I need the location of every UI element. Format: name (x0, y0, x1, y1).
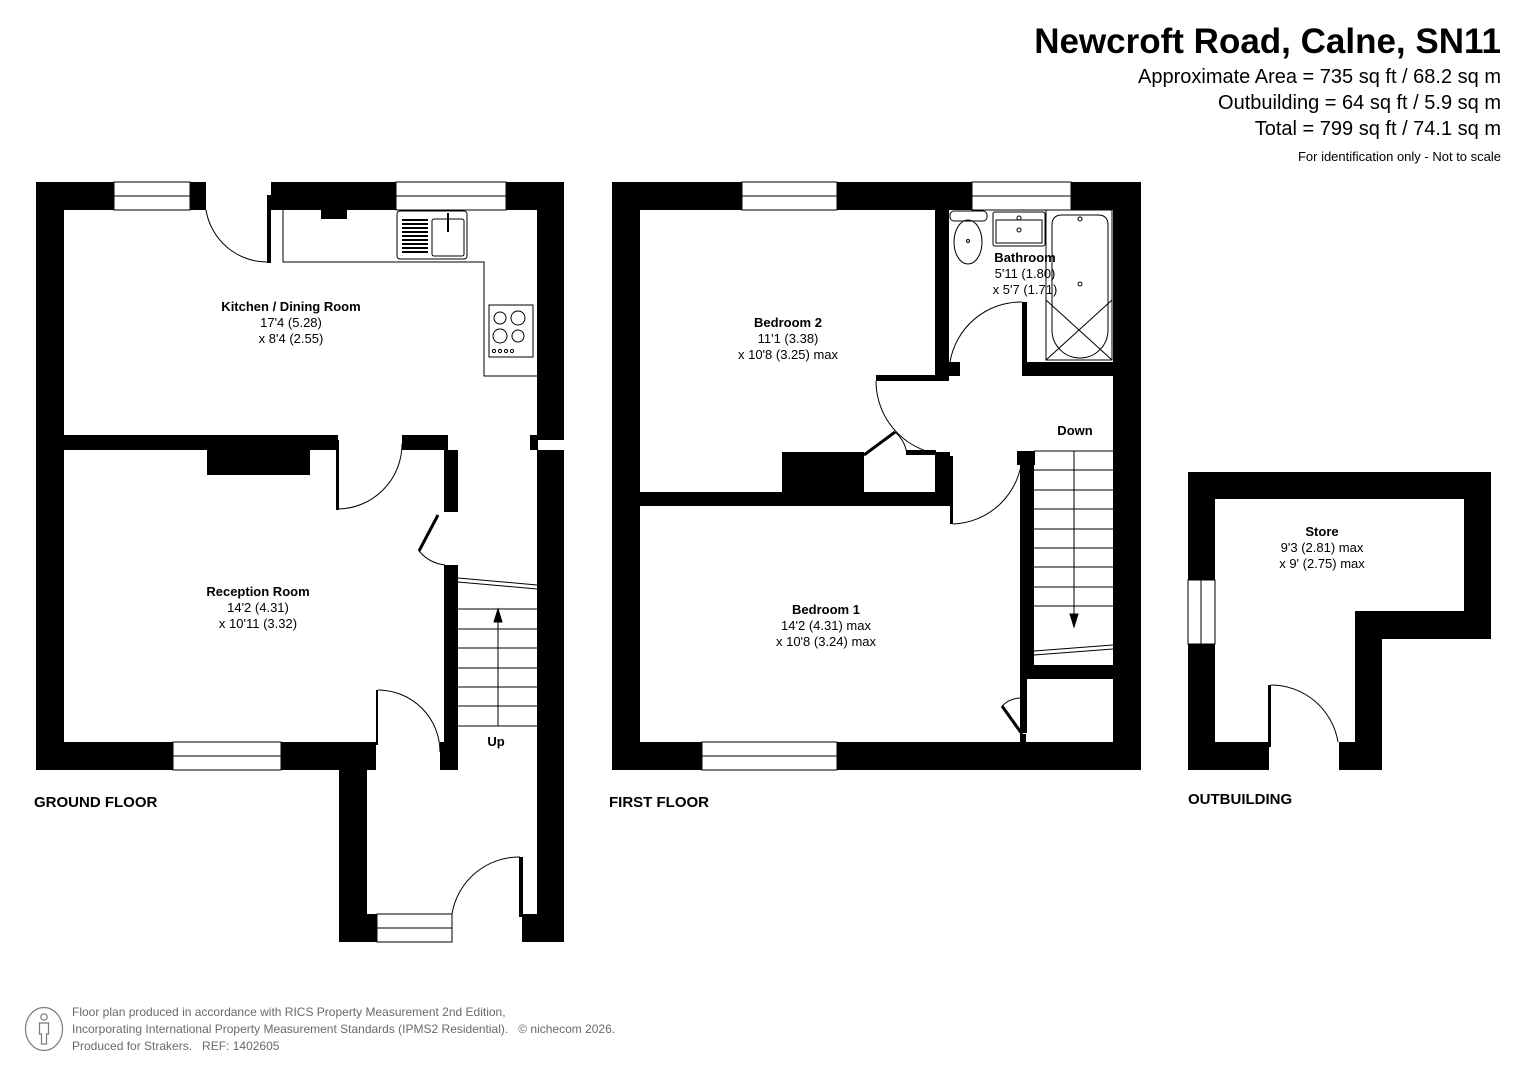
footer-line-3: Produced for Strakers. REF: 1402605 (72, 1039, 280, 1053)
stairs-down-icon (1033, 450, 1114, 656)
ground-floor-plan (36, 181, 564, 943)
sink-icon (396, 210, 468, 260)
basin-icon (992, 211, 1046, 247)
room-name: Reception Room (206, 584, 310, 599)
room-dimension: x 10'8 (3.24) max (775, 634, 877, 649)
room-dimension: 9'3 (2.81) max (1280, 540, 1364, 555)
person-icon (24, 1006, 64, 1052)
footer-text: Floor plan produced in accordance with R… (72, 1004, 615, 1055)
room-label-store: Store 9'3 (2.81) max x 9' (2.75) max (1279, 524, 1365, 572)
room-name: Store (1305, 524, 1339, 539)
toilet-icon (949, 210, 988, 265)
property-title: Newcroft Road, Calne, SN11 (1034, 22, 1501, 61)
room-dimension: x 5'7 (1.71) (992, 282, 1058, 297)
outbuilding-plan (1187, 472, 1491, 770)
outbuilding-label: OUTBUILDING (1188, 791, 1293, 808)
room-label-bedroom-2: Bedroom 2 11'1 (3.38) x 10'8 (3.25) max (738, 315, 838, 363)
bath-icon (1045, 209, 1113, 361)
room-label-bathroom: Bathroom 5'11 (1.80) x 5'7 (1.71) (993, 250, 1058, 298)
room-dimension: x 8'4 (2.55) (258, 331, 324, 346)
first-floor-plan (612, 181, 1141, 771)
room-label-reception: Reception Room 14'2 (4.31) x 10'11 (3.32… (206, 584, 309, 632)
scale-disclaimer: For identification only - Not to scale (1297, 149, 1501, 164)
room-dimension: x 10'11 (3.32) (218, 616, 298, 631)
room-label-bedroom-1: Bedroom 1 14'2 (4.31) max x 10'8 (3.24) … (776, 602, 876, 650)
stairs-down-label: Down (1057, 423, 1093, 438)
stairs-up-icon (457, 577, 538, 727)
room-dimension: 5'11 (1.80) (994, 266, 1056, 281)
title-block: Newcroft Road, Calne, SN11 Approximate A… (1034, 20, 1501, 166)
footer-line-1: Floor plan produced in accordance with R… (72, 1005, 506, 1019)
room-dimension: 14'2 (4.31) (227, 600, 289, 615)
total-area: Total = 799 sq ft / 74.1 sq m (1254, 118, 1501, 140)
room-dimension: 17'4 (5.28) (260, 315, 322, 330)
outbuilding-area: Outbuilding = 64 sq ft / 5.9 sq m (1218, 92, 1501, 114)
room-name: Bedroom 2 (754, 315, 822, 330)
ground-floor-label: GROUND FLOOR (34, 794, 158, 811)
room-dimension: x 9' (2.75) max (1279, 556, 1365, 571)
room-dimension: x 10'8 (3.25) max (737, 347, 839, 362)
room-label-kitchen-dining: Kitchen / Dining Room 17'4 (5.28) x 8'4 … (221, 299, 360, 347)
approximate-area: Approximate Area = 735 sq ft / 68.2 sq m (1138, 66, 1501, 88)
room-name: Kitchen / Dining Room (221, 299, 361, 314)
footer-line-2: Incorporating International Property Mea… (72, 1022, 509, 1036)
room-dimension: 11'1 (3.38) (757, 331, 819, 346)
room-dimension: 14'2 (4.31) max (781, 618, 871, 633)
first-floor-label: FIRST FLOOR (609, 794, 709, 811)
stairs-up-label: Up (487, 734, 505, 749)
room-name: Bedroom 1 (792, 602, 860, 617)
room-name: Bathroom (994, 250, 1056, 265)
copyright: © nichecom 2026. (518, 1022, 616, 1036)
hob-icon (488, 304, 534, 358)
